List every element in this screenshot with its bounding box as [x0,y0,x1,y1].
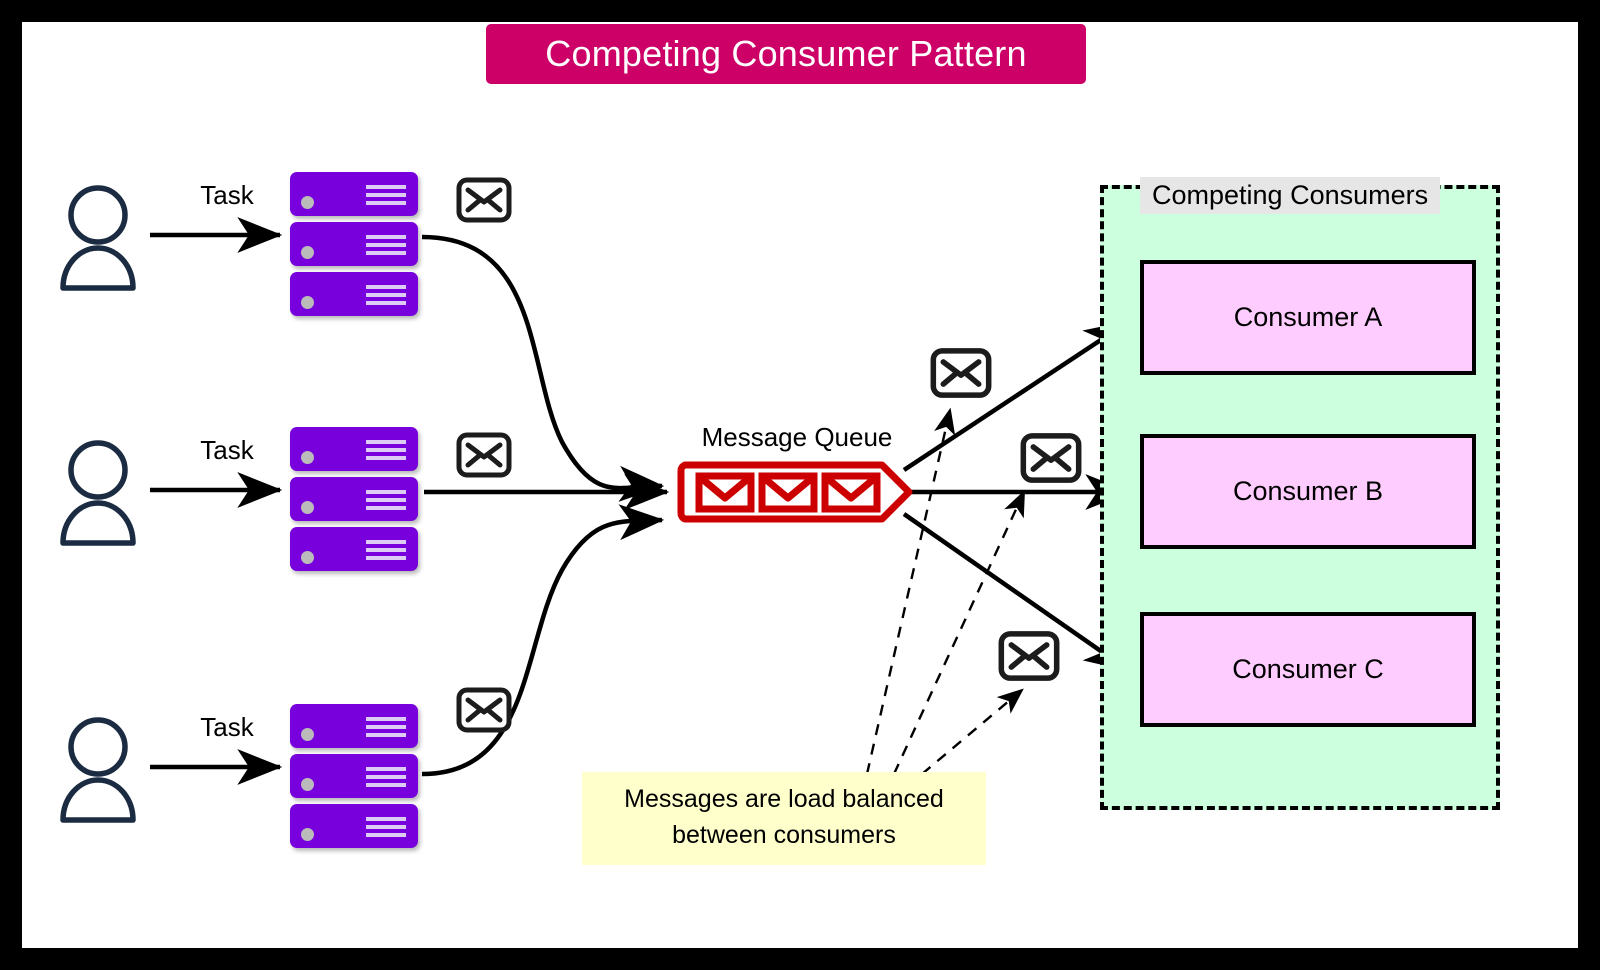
envelope-icon [456,687,512,733]
server-vent-icon [366,717,406,741]
server-vent-icon [366,817,406,841]
consumer-label: Consumer B [1232,476,1384,506]
user-icon [60,440,136,546]
envelope-icon [930,348,992,398]
server-vent-icon [366,540,406,564]
server-stack-icon [290,172,422,324]
server-slab [290,704,418,748]
arrow-queue-to-consumer-c [902,512,1130,672]
server-slab [290,272,418,316]
envelope-icon [456,432,512,478]
task-label: Task [200,712,254,742]
server-slab [290,804,418,848]
consumer-label: Consumer C [1232,654,1384,684]
server-slab [290,427,418,471]
message-queue[interactable] [677,457,917,527]
callout-line-envelope-1 [865,407,956,775]
server-stack-icon [290,427,422,579]
server-led-icon [301,728,314,741]
server-led-icon [301,828,314,841]
consumer-box-b[interactable]: Consumer B [1140,434,1476,549]
user-icon [60,185,136,291]
server-vent-icon [366,767,406,791]
note-line-2: between consumers [672,820,896,849]
server-vent-icon [366,490,406,514]
envelope-icon [998,631,1060,681]
server-slab [290,172,418,216]
page-title-text: Competing Consumer Pattern [545,33,1027,74]
envelope-icon [1020,433,1082,483]
message-queue-label: Message Queue [701,422,893,452]
server-led-icon [301,778,314,791]
server-vent-icon [366,285,406,309]
server-vent-icon [366,235,406,259]
competing-consumers-label: Competing Consumers [1140,177,1441,214]
note-line-1: Messages are load balanced [624,785,944,813]
server-vent-icon [366,440,406,464]
server-led-icon [301,501,314,514]
consumer-label: Consumer A [1233,302,1383,332]
mail-envelope-icon [758,472,818,513]
server-led-icon [301,296,314,309]
server-led-icon [301,451,314,464]
server-led-icon [301,196,314,209]
server-vent-icon [366,185,406,209]
producer-row: Task [22,704,542,874]
load-balance-note: Messages are load balanced between consu… [582,772,986,865]
producer-row: Task [22,427,542,597]
producer-row: Task [22,172,542,342]
server-slab [290,222,418,266]
envelope-icon [456,177,512,223]
callout-line-envelope-3 [921,688,1024,775]
server-slab [290,527,418,571]
server-stack-icon [290,704,422,856]
consumer-box-a[interactable]: Consumer A [1140,260,1476,375]
diagram-canvas: Competing Consumer Pattern Task [22,22,1578,948]
mail-envelope-icon [821,472,881,513]
arrow-server1-to-queue [421,234,665,502]
connector-layer [150,217,1131,785]
page-title: Competing Consumer Pattern [486,24,1086,84]
consumer-box-c[interactable]: Consumer C [1140,612,1476,727]
server-led-icon [301,246,314,259]
task-label: Task [200,435,254,465]
server-slab [290,477,418,521]
mail-envelope-icon [695,472,755,513]
server-led-icon [301,551,314,564]
arrow-queue-to-consumer-a [902,320,1130,472]
task-label: Task [200,180,254,210]
arrow-server3-to-queue [421,504,665,777]
user-icon [60,717,136,823]
server-slab [290,754,418,798]
